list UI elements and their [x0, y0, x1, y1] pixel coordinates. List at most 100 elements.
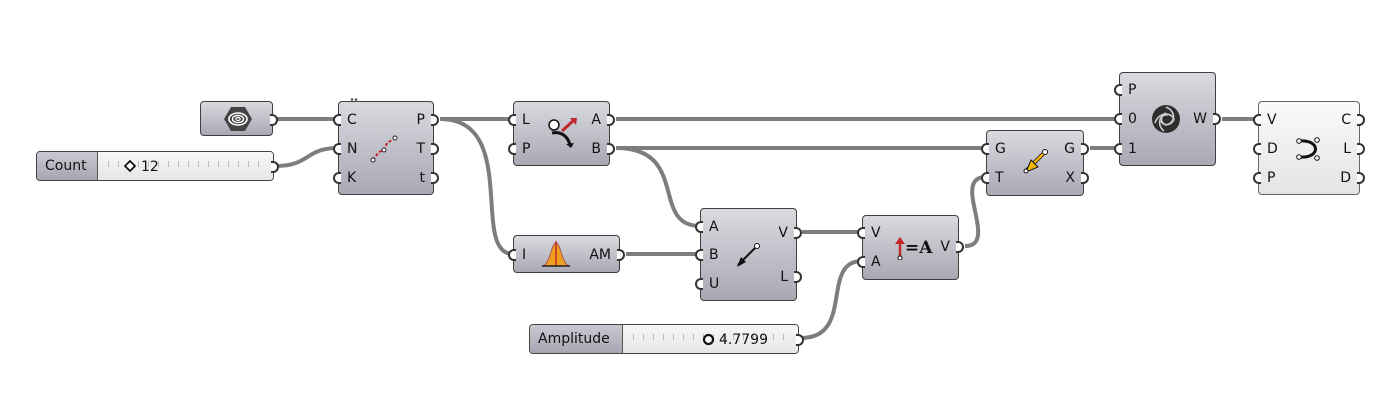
interpolate-curve-icon [1296, 137, 1320, 161]
graph-output-port-am[interactable] [617, 249, 625, 261]
divide-curve-component[interactable]: C N K P T t [333, 101, 439, 195]
count-slider-ticks [108, 161, 263, 167]
spiral-output-port[interactable] [270, 114, 278, 126]
graph-input-port-i[interactable] [508, 249, 516, 261]
interpolate-input-label-v: V [1267, 112, 1277, 128]
move-component[interactable]: G T G X [981, 130, 1089, 196]
vector-input-port-u[interactable] [695, 278, 703, 290]
move-input-port-g[interactable] [981, 143, 989, 155]
divide-output-label-t-lower: t [419, 170, 426, 186]
divide-curve-icon [370, 135, 398, 163]
interpolate-input-port-v[interactable] [1253, 114, 1261, 126]
pull-input-port-l[interactable] [508, 114, 516, 126]
move-output-label-x: X [1065, 170, 1075, 186]
interpolate-input-port-d[interactable] [1253, 143, 1261, 155]
vector-output-label-l: L [780, 269, 788, 285]
interpolate-output-label-c: C [1341, 112, 1351, 128]
diamond-icon [124, 160, 136, 172]
vector-arrow-icon [737, 243, 760, 267]
vector-output-port-l[interactable] [794, 271, 802, 283]
weave-icon [1152, 105, 1180, 133]
amplitude-input-label-a: A [871, 254, 881, 270]
amplitude-slider-output-port[interactable] [796, 334, 804, 346]
amplitude-input-port-a[interactable] [857, 256, 865, 268]
count-slider[interactable]: Count 12 [36, 151, 279, 181]
pull-output-label-a: A [591, 112, 601, 128]
pull-input-label-p: P [522, 141, 531, 157]
divide-input-label-c: C [347, 112, 357, 128]
interpolate-output-port-l[interactable] [1357, 143, 1365, 155]
vector-input-label-u: U [709, 276, 720, 292]
amplitude-slider-track[interactable]: 4.7799 [623, 325, 798, 353]
count-slider-value: 12 [141, 159, 159, 175]
graph-mapper-component[interactable]: I AM [508, 235, 625, 273]
vector-input-label-b: B [709, 247, 719, 263]
amplitude-input-label-v: V [871, 225, 881, 241]
vector-component[interactable]: A B U V L [695, 208, 802, 301]
amplitude-output-label-v: V [940, 239, 950, 255]
pull-output-label-b: B [591, 141, 601, 157]
bell-curve-graph-icon [541, 241, 571, 267]
divide-output-label-p: P [416, 112, 425, 128]
pull-point-icon [548, 118, 577, 148]
weave-input-label-p: P [1128, 82, 1137, 98]
vector-output-label-v: V [778, 225, 788, 241]
move-output-label-g: G [1064, 141, 1075, 157]
count-slider-track[interactable]: 12 [98, 152, 273, 180]
pull-output-port-a[interactable] [607, 114, 615, 126]
spiral-icon [224, 107, 252, 131]
weave-output-label-w: W [1193, 111, 1207, 127]
weave-component[interactable]: P 0 1 W [1114, 72, 1221, 166]
pull-input-port-p[interactable] [508, 143, 516, 155]
divide-input-label-k: K [347, 170, 357, 186]
amplitude-slider[interactable]: Amplitude 4.7799 [529, 324, 804, 354]
move-input-label-t: T [995, 170, 1004, 186]
divide-input-port-n[interactable] [333, 143, 341, 155]
interpolate-input-port-p[interactable] [1253, 172, 1261, 184]
vector-output-port-v[interactable] [794, 227, 802, 239]
amplitude-input-port-v[interactable] [857, 227, 865, 239]
amplitude-icon [895, 237, 905, 260]
pull-output-port-b[interactable] [607, 143, 615, 155]
interpolate-output-label-d: D [1340, 170, 1351, 186]
weave-input-port-1[interactable] [1114, 143, 1122, 155]
weave-output-port-w[interactable] [1213, 113, 1221, 125]
preview-dots-icon [350, 98, 358, 101]
move-arrow-icon [1023, 149, 1048, 174]
circle-icon [702, 333, 715, 346]
amplitude-slider-label: Amplitude [530, 325, 623, 353]
wire-slider-to-amplitude [800, 259, 863, 340]
move-input-label-g: G [995, 141, 1006, 157]
interpolate-component[interactable]: V D P C L D [1253, 101, 1365, 195]
count-output-port[interactable] [271, 161, 279, 173]
weave-input-port-0[interactable] [1114, 113, 1122, 125]
interpolate-output-port-d[interactable] [1357, 172, 1365, 184]
interpolate-input-label-p: P [1267, 170, 1276, 186]
pull-input-label-l: L [522, 112, 530, 128]
move-output-port-g[interactable] [1081, 143, 1089, 155]
vector-input-label-a: A [709, 219, 719, 235]
spiral-curve-component[interactable] [200, 101, 278, 136]
amplitude-component[interactable]: V A =A V [857, 215, 964, 280]
divide-input-port-k[interactable] [333, 172, 341, 184]
interpolate-output-port-c[interactable] [1357, 114, 1365, 126]
interpolate-output-label-l: L [1343, 141, 1351, 157]
move-input-port-t[interactable] [981, 172, 989, 184]
divide-input-port-c[interactable] [333, 114, 341, 126]
pull-point-component[interactable]: L P A B [508, 101, 615, 166]
wire-pull-b-to-vector [615, 146, 701, 228]
divide-output-port-p[interactable] [431, 114, 439, 126]
move-output-port-x[interactable] [1081, 172, 1089, 184]
weave-input-port-p[interactable] [1114, 84, 1122, 96]
amplitude-icon-text: =A [905, 238, 933, 258]
amplitude-output-port-v[interactable] [956, 241, 964, 253]
vector-input-port-a[interactable] [695, 221, 703, 233]
divide-output-port-t[interactable] [431, 143, 439, 155]
count-slider-label: Count [37, 152, 98, 180]
divide-input-label-n: N [347, 141, 358, 157]
divide-output-port-t-lower[interactable] [431, 172, 439, 184]
vector-input-port-b[interactable] [695, 249, 703, 261]
weave-input-label-0: 0 [1128, 111, 1137, 127]
